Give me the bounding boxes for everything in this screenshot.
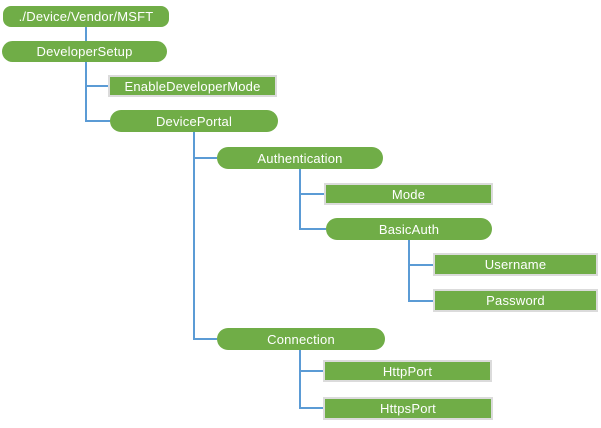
node-httpport: HttpPort: [323, 360, 492, 382]
node-mode: Mode: [324, 183, 493, 205]
node-httpsport: HttpsPort: [323, 397, 493, 420]
connector-trunk-basicauth: [408, 240, 410, 302]
node-basicauth: BasicAuth: [326, 218, 492, 240]
node-enabledevelopermode: EnableDeveloperMode: [108, 75, 277, 97]
connector-branch-httpport: [299, 370, 323, 372]
node-username: Username: [433, 253, 598, 276]
connector-branch-httpsport: [299, 407, 323, 409]
connector-branch-password: [408, 300, 433, 302]
connector-branch-mode: [299, 193, 324, 195]
connector-branch-connection: [193, 338, 217, 340]
node-root: ./Device/Vendor/MSFT: [3, 6, 169, 27]
connector-branch-basicauth: [299, 228, 326, 230]
connector-branch-authentication: [193, 157, 217, 159]
node-connection: Connection: [217, 328, 385, 350]
node-password: Password: [433, 289, 598, 312]
node-developersetup: DeveloperSetup: [2, 41, 167, 62]
connector-trunk-developersetup: [85, 62, 87, 122]
connector-branch-enabledevelopermode: [85, 85, 108, 87]
node-authentication: Authentication: [217, 147, 383, 169]
connector-branch-username: [408, 264, 433, 266]
connector-trunk-authentication: [299, 169, 301, 230]
connector-branch-deviceportal: [85, 120, 110, 122]
connector-trunk-connection: [299, 350, 301, 409]
connector-trunk-deviceportal: [193, 132, 195, 340]
node-deviceportal: DevicePortal: [110, 110, 278, 132]
connector-root-to-developersetup: [85, 27, 87, 41]
